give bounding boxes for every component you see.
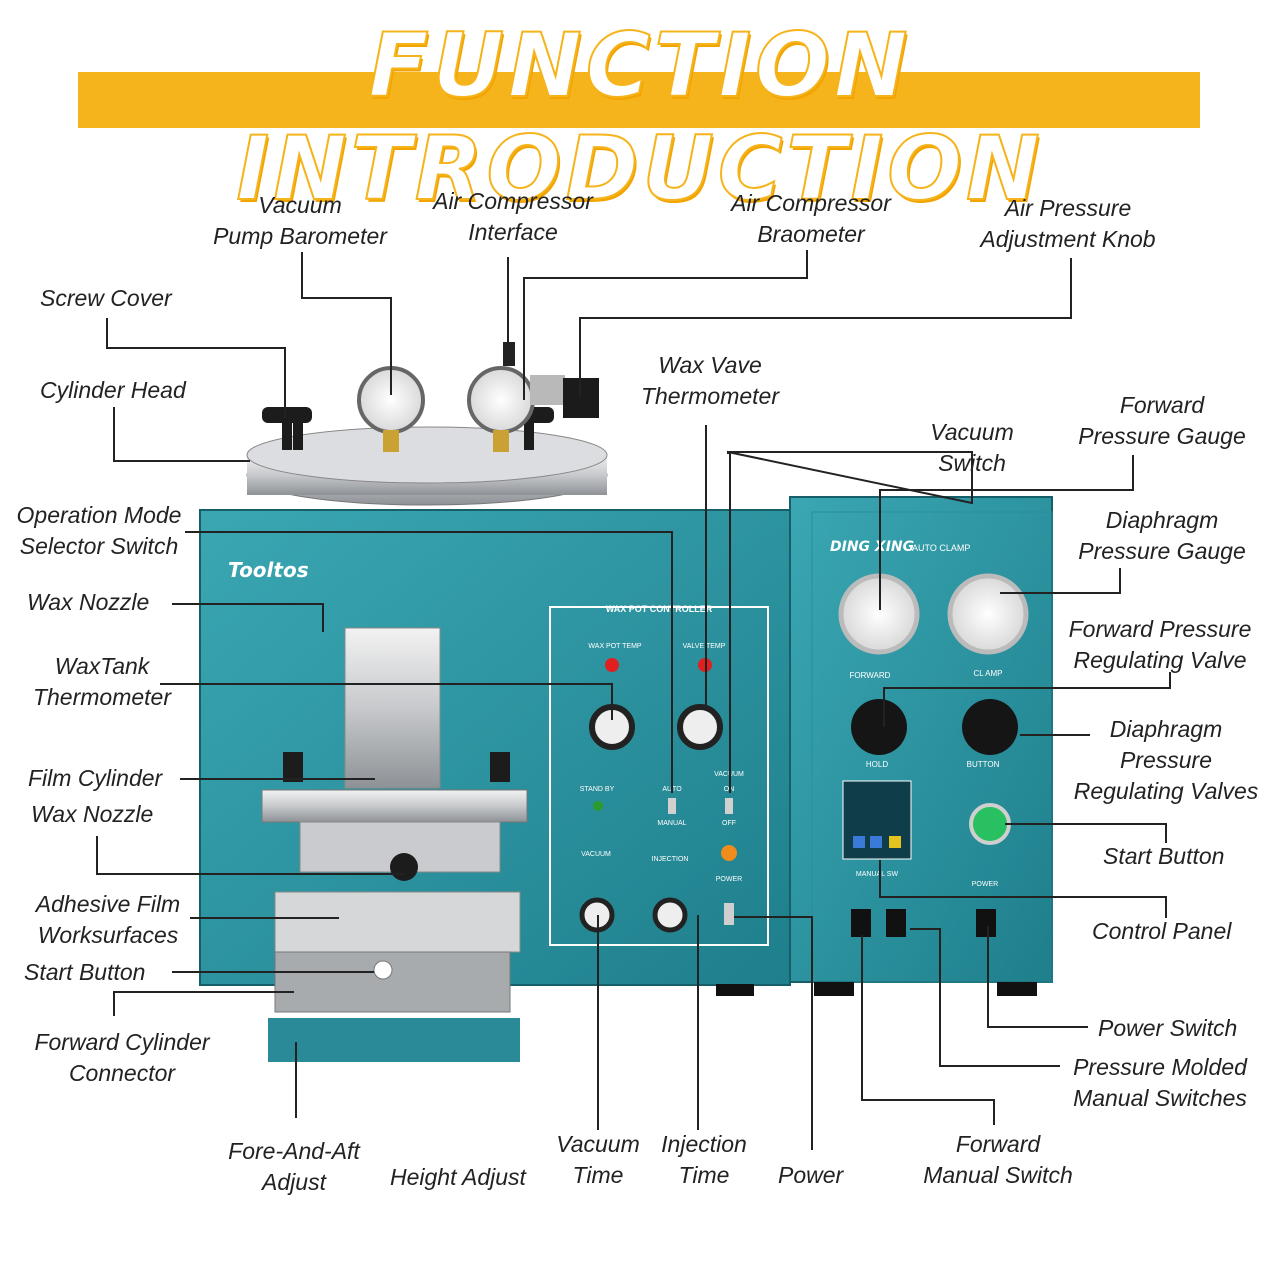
label-screw-cover: Screw Cover — [40, 285, 172, 311]
pressure-molded-switch — [886, 909, 906, 937]
film-cylinder — [344, 627, 441, 789]
label-control-panel: Control Panel — [1092, 918, 1232, 944]
brand-logo: Tooltos — [228, 558, 309, 582]
start-button-left — [373, 960, 393, 980]
svg-text:VALVE TEMP: VALVE TEMP — [683, 643, 726, 650]
label-height-adjust: Height Adjust — [390, 1164, 526, 1190]
page-title: FUNCTION INTRODUCTION — [235, 13, 1044, 221]
power-switch-right — [976, 909, 996, 937]
svg-text:MANUAL SW: MANUAL SW — [856, 871, 899, 878]
svg-text:POWER: POWER — [972, 881, 998, 888]
svg-text:CL AMP: CL AMP — [973, 669, 1002, 678]
controller-title: WAX POT CONTROLLER — [606, 604, 713, 614]
label-wax-nozzle-bottom: Wax Nozzle — [31, 801, 154, 827]
wax-pot-controller — [549, 606, 769, 946]
label-power: Power — [778, 1162, 844, 1188]
label-diaphragm-pressure-regulating-valves: Diaphragm Pressure Regulating Valves — [1073, 716, 1259, 804]
svg-text:MANUAL: MANUAL — [657, 820, 686, 827]
svg-text:FORWARD: FORWARD — [850, 671, 891, 680]
right-brand: DING XING — [830, 539, 914, 555]
title-banner — [78, 72, 1200, 128]
svg-text:HOLD: HOLD — [866, 760, 888, 769]
diaphragm-pressure-valve — [962, 699, 1018, 755]
label-start-button-right: Start Button — [1103, 843, 1225, 869]
forward-manual-switch — [851, 909, 871, 937]
svg-text:VACUUM: VACUUM — [581, 851, 611, 858]
svg-text:BUTTON: BUTTON — [967, 760, 1000, 769]
injection-time-knob — [652, 897, 688, 933]
adhesive-film-worksurface — [274, 891, 521, 953]
svg-text:POWER: POWER — [716, 876, 742, 883]
leader-lines — [96, 250, 1171, 1150]
forward-pressure-valve — [851, 699, 907, 755]
label-cylinder-head: Cylinder Head — [40, 377, 186, 403]
label-power-switch: Power Switch — [1098, 1015, 1238, 1041]
svg-text:INJECTION: INJECTION — [652, 856, 689, 863]
svg-text:STAND BY: STAND BY — [580, 786, 615, 793]
label-start-button-left: Start Button — [24, 959, 146, 985]
label-wax-nozzle-top: Wax Nozzle — [27, 589, 150, 615]
start-button-right — [969, 803, 1011, 845]
label-film-cylinder: Film Cylinder — [28, 765, 163, 791]
svg-text:WAX POT TEMP: WAX POT TEMP — [588, 643, 641, 650]
base-plate — [268, 1018, 520, 1062]
svg-text:OFF: OFF — [722, 820, 736, 827]
valve-temp-knob — [677, 704, 723, 750]
svg-text:AUTO CLAMP: AUTO CLAMP — [912, 543, 970, 553]
diaphragm-pressure-gauge — [947, 573, 1029, 655]
